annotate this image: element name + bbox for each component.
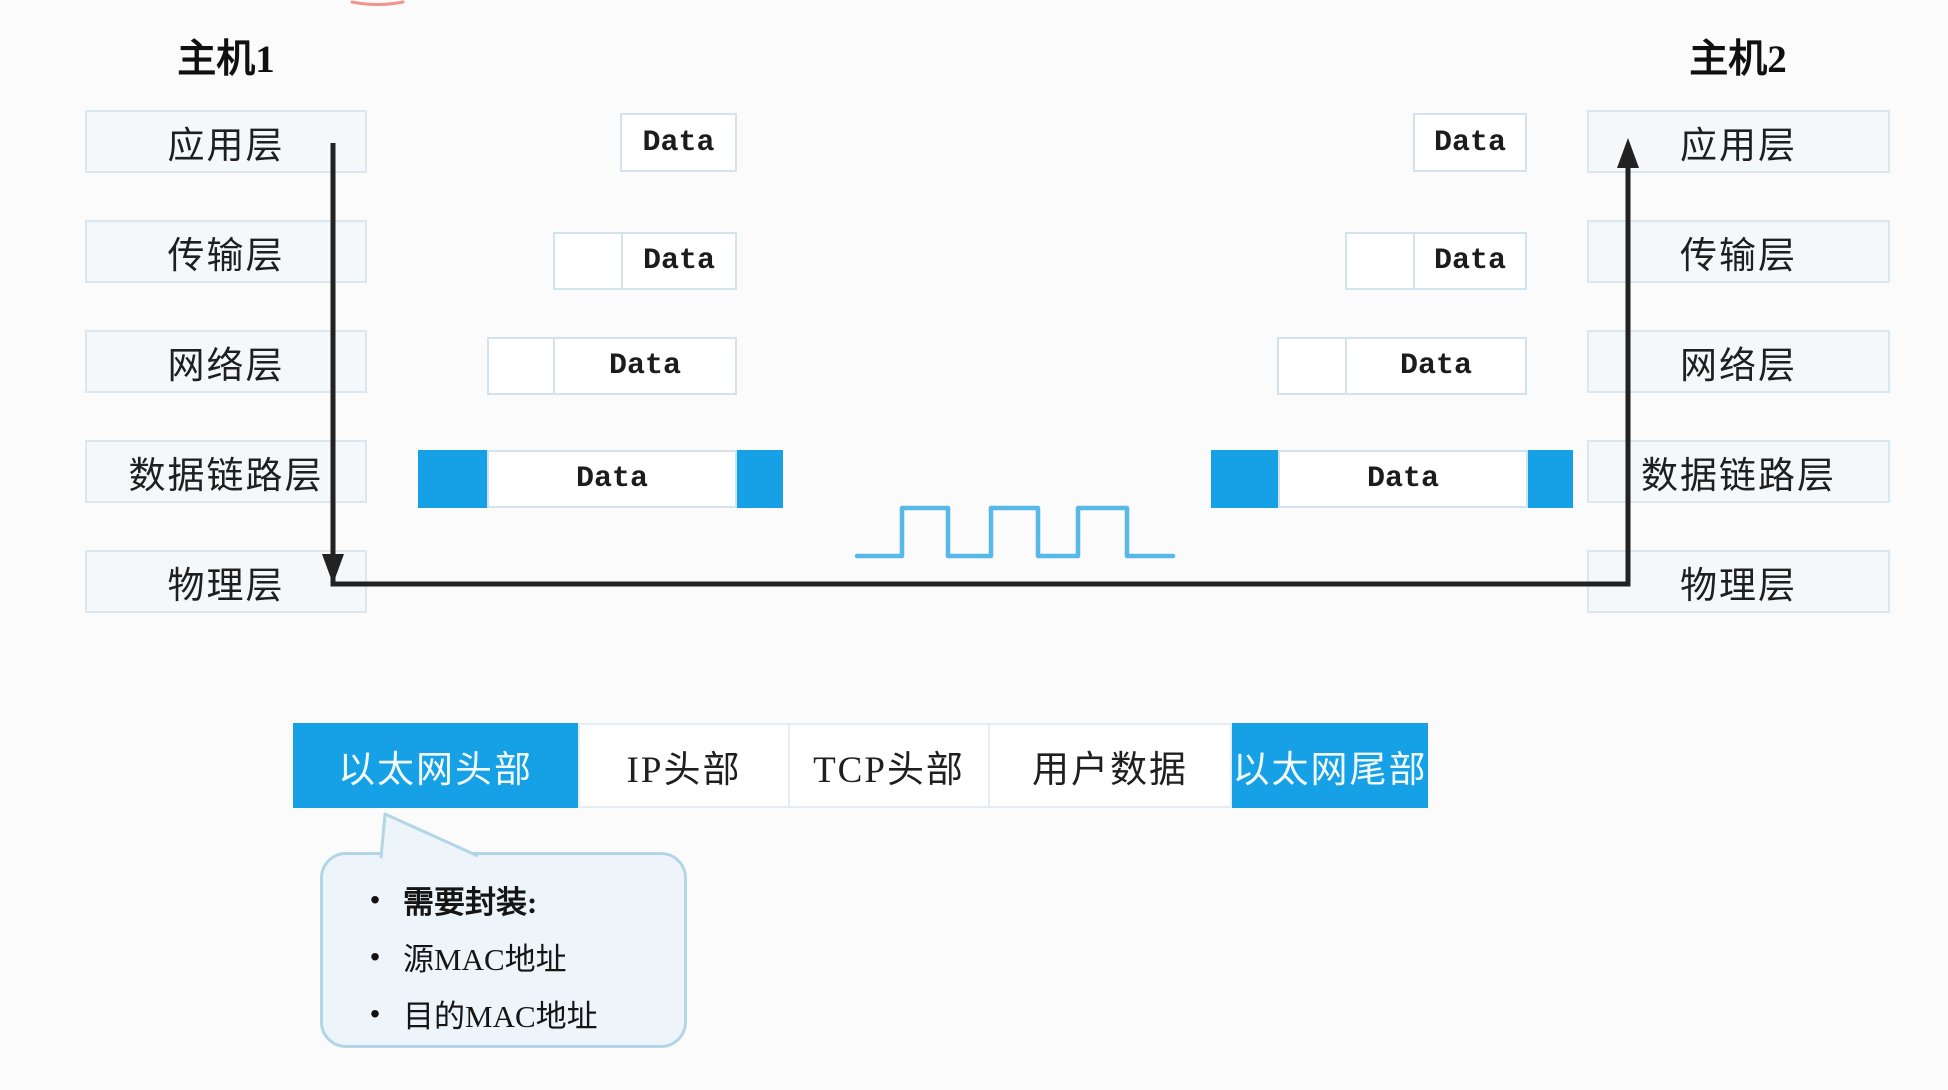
host1-network-data-box: Data [553, 337, 737, 395]
host2-ethernet-header-cell [1211, 450, 1278, 508]
host2-title: 主机2 [1689, 38, 1787, 81]
host1-ethernet-header-cell [418, 450, 487, 508]
red-annotation-mark [350, 0, 405, 6]
host1-transport-data-box: Data [621, 232, 737, 290]
signal-waveform [854, 505, 1176, 559]
host2-transport-header-cell [1345, 232, 1415, 290]
host2-layer-application: 应用层 [1587, 110, 1890, 173]
callout-item-label: 目的MAC地址 [403, 999, 598, 1034]
bullet-icon: • [370, 997, 380, 1029]
host1-layer-application: 应用层 [85, 110, 367, 173]
frame-cell-ethernet-header: 以太网头部 [293, 723, 578, 808]
callout-item: • 目的MAC地址 [347, 985, 674, 1042]
host1-ethernet-trailer-cell [737, 450, 783, 508]
host1-layer-network: 网络层 [85, 330, 367, 393]
host2-transport-data-box: Data [1413, 232, 1527, 290]
host2-network-data-box: Data [1345, 337, 1527, 395]
frame-cell-ethernet-trailer: 以太网尾部 [1232, 723, 1428, 808]
host2-app-data-box: Data [1413, 113, 1527, 172]
bullet-icon: • [370, 883, 380, 915]
host2-layer-network: 网络层 [1587, 330, 1890, 393]
host1-transport-header-cell [553, 232, 623, 290]
callout-item-label: 源MAC地址 [403, 942, 567, 977]
host2-layer-physical: 物理层 [1587, 550, 1890, 613]
host1-datalink-data-box: Data [487, 450, 737, 508]
frame-cell-tcp-header: TCP头部 [788, 723, 990, 808]
host2-network-header-cell [1277, 337, 1347, 395]
host1-app-data-box: Data [620, 113, 737, 172]
host2-datalink-data-box: Data [1278, 450, 1528, 508]
host1-layer-datalink: 数据链路层 [85, 440, 367, 503]
bullet-icon: • [370, 940, 380, 972]
host2-ethernet-trailer-cell [1528, 450, 1573, 508]
frame-cell-user-data: 用户数据 [988, 723, 1232, 808]
host1-layer-physical: 物理层 [85, 550, 367, 613]
callout-bubble: • 需要封装: • 源MAC地址 • 目的MAC地址 [320, 852, 687, 1048]
frame-cell-ip-header: IP头部 [578, 723, 790, 808]
callout-item-label: 需要封装: [403, 885, 538, 920]
callout-item: • 需要封装: [347, 871, 674, 928]
host1-title: 主机1 [177, 38, 275, 81]
host2-layer-datalink: 数据链路层 [1587, 440, 1890, 503]
callout-item: • 源MAC地址 [347, 928, 674, 985]
host2-layer-transport: 传输层 [1587, 220, 1890, 283]
host1-network-header-cell [487, 337, 555, 395]
host1-layer-transport: 传输层 [85, 220, 367, 283]
